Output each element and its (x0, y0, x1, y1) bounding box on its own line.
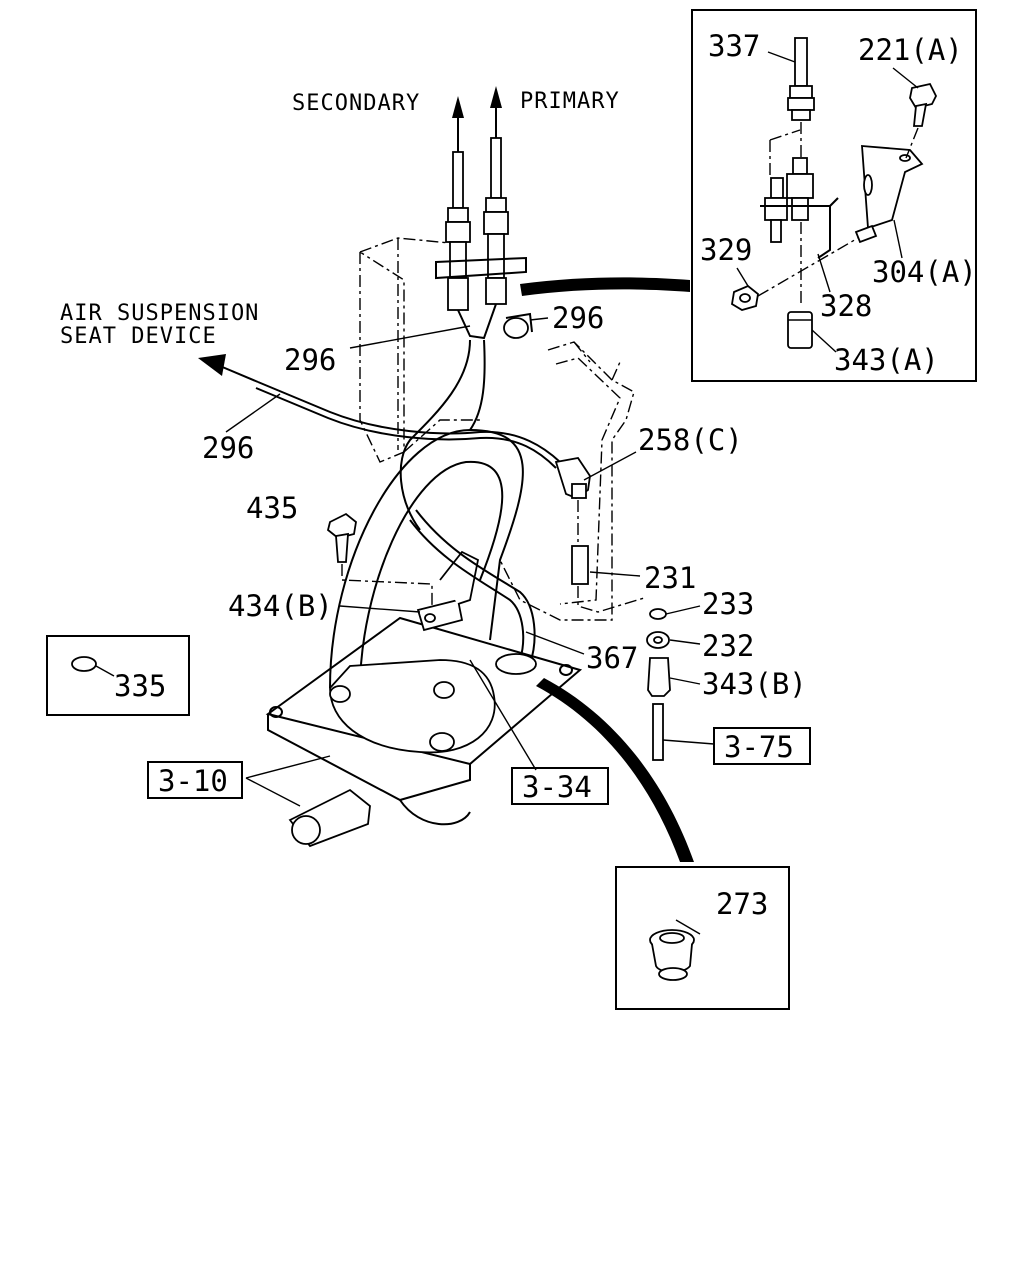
bracket-434b-drawing (416, 550, 480, 632)
callout-296-top: 296 (552, 301, 604, 335)
bolt-221a-drawing (909, 82, 938, 127)
detail-pointer-arrow (520, 277, 690, 296)
reference-3-10: 3-10 (147, 761, 243, 799)
ref-3-75-label: 3-75 (724, 730, 794, 764)
direction-arrows (198, 86, 502, 383)
grommet-pointer-arrow (536, 678, 694, 862)
callout-343b: 343(B) (702, 667, 807, 701)
ref-3-10-label: 3-10 (158, 764, 228, 798)
bracket-304a-drawing (854, 145, 924, 244)
callout-343a: 343(A) (834, 343, 939, 377)
secondary-direction-label: SECONDARY (292, 91, 420, 116)
ref-3-34-label: 3-34 (522, 770, 592, 804)
callout-335: 335 (114, 669, 166, 703)
callout-233: 233 (702, 587, 754, 621)
reference-3-34: 3-34 (511, 767, 609, 805)
inset-335-frame (46, 635, 190, 716)
inset-335: 335 (46, 635, 190, 716)
shift-housing-drawing (265, 428, 583, 848)
detail-inset-frame (691, 9, 977, 382)
connector-343b-drawing (647, 657, 671, 697)
union-fitting-328-drawing (760, 157, 839, 259)
callout-232: 232 (702, 629, 754, 663)
callout-435: 435 (246, 491, 298, 525)
callout-258c: 258(C) (638, 423, 743, 457)
inset-273-frame (615, 866, 790, 1010)
seat-device-label-line2: SEAT DEVICE (60, 324, 217, 349)
reference-3-75: 3-75 (713, 727, 811, 765)
callout-221a: 221(A) (858, 33, 963, 67)
pipe-3-75-drawing (652, 703, 664, 761)
pipe-pair-drawing (435, 137, 533, 340)
callout-296-mid: 296 (284, 343, 336, 377)
inset-273: 273 (615, 866, 790, 1010)
callout-434b: 434(B) (228, 589, 333, 623)
elbow-258c-drawing (554, 457, 591, 500)
primary-direction-label: PRIMARY (520, 89, 620, 114)
callout-304a: 304(A) (872, 255, 977, 289)
callout-367: 367 (586, 641, 638, 675)
nut-329-drawing (731, 284, 759, 311)
pipe-337-drawing (787, 37, 815, 121)
grommet-seat-drawing (495, 653, 537, 675)
detail-inset: 337 221(A) 329 304(A) 328 343(A) (691, 9, 977, 382)
callout-328: 328 (820, 289, 872, 323)
main-assembly (255, 137, 694, 862)
callout-337: 337 (708, 29, 760, 63)
washer-233-drawing (649, 608, 667, 620)
bolt-435-drawing (326, 512, 357, 563)
callout-296-low: 296 (202, 431, 254, 465)
seat-device-label-line1: AIR SUSPENSION (60, 301, 259, 326)
nut-232-drawing (646, 631, 670, 649)
leader-lines (225, 317, 715, 935)
o-ring-335-drawing (71, 656, 97, 672)
union-231-drawing (571, 545, 589, 585)
connector-343a-drawing (787, 311, 813, 349)
callout-329: 329 (700, 233, 752, 267)
grommet-273-drawing (649, 929, 695, 981)
callout-273: 273 (716, 887, 768, 921)
callout-231: 231 (644, 561, 696, 595)
